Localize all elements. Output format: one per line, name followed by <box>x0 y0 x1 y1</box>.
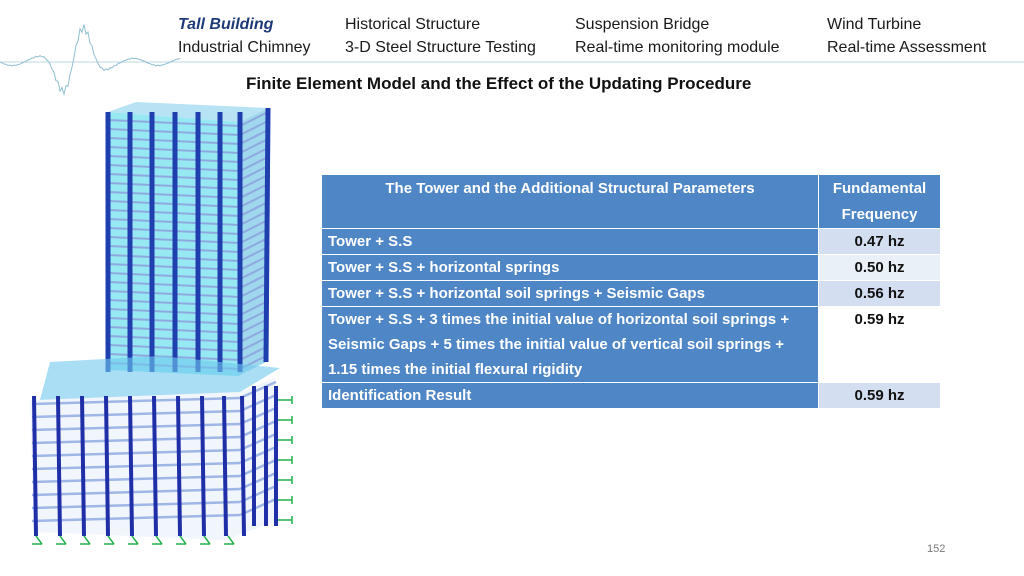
column-header-parameters: The Tower and the Additional Structural … <box>321 174 819 229</box>
seismic-wave-graphic <box>0 24 1024 97</box>
table-row: Tower + S.S + horizontal soil springs + … <box>321 280 941 307</box>
table-header-row: The Tower and the Additional Structural … <box>321 174 941 229</box>
table-row: Tower + S.S + 3 times the initial value … <box>321 306 941 383</box>
parameter-cell: Tower + S.S <box>321 228 819 255</box>
nav-wind-turbine[interactable]: Wind Turbine <box>827 16 922 33</box>
nav-realtime-assessment[interactable]: Real-time Assessment <box>827 39 987 56</box>
frequency-cell: 0.56 hz <box>818 280 941 307</box>
nav-suspension-bridge[interactable]: Suspension Bridge <box>575 16 710 33</box>
nav-steel-structure-testing[interactable]: 3-D Steel Structure Testing <box>345 39 536 56</box>
nav-realtime-monitoring[interactable]: Real-time monitoring module <box>575 39 780 56</box>
slide-title: Finite Element Model and the Effect of t… <box>246 74 752 93</box>
table-row: Tower + S.S 0.47 hz <box>321 228 941 255</box>
structural-parameters-table: The Tower and the Additional Structural … <box>321 174 941 409</box>
column-header-frequency: Fundamental Frequency <box>818 174 941 229</box>
nav-tall-building[interactable]: Tall Building <box>178 16 274 33</box>
page-number: 152 <box>927 543 946 555</box>
frequency-cell: 0.59 hz <box>818 382 941 409</box>
parameter-cell: Tower + S.S + horizontal springs <box>321 254 819 281</box>
parameter-cell: Tower + S.S + 3 times the initial value … <box>321 306 819 383</box>
parameter-cell: Tower + S.S + horizontal soil springs + … <box>321 280 819 307</box>
nav-historical-structure[interactable]: Historical Structure <box>345 16 481 33</box>
frequency-cell: 0.59 hz <box>818 306 941 383</box>
frequency-cell: 0.50 hz <box>818 254 941 281</box>
frequency-cell: 0.47 hz <box>818 228 941 255</box>
nav-industrial-chimney[interactable]: Industrial Chimney <box>178 39 311 56</box>
finite-element-model-image <box>30 102 293 545</box>
parameter-cell: Identification Result <box>321 382 819 409</box>
table-row: Tower + S.S + horizontal springs 0.50 hz <box>321 254 941 281</box>
table-row: Identification Result 0.59 hz <box>321 382 941 409</box>
